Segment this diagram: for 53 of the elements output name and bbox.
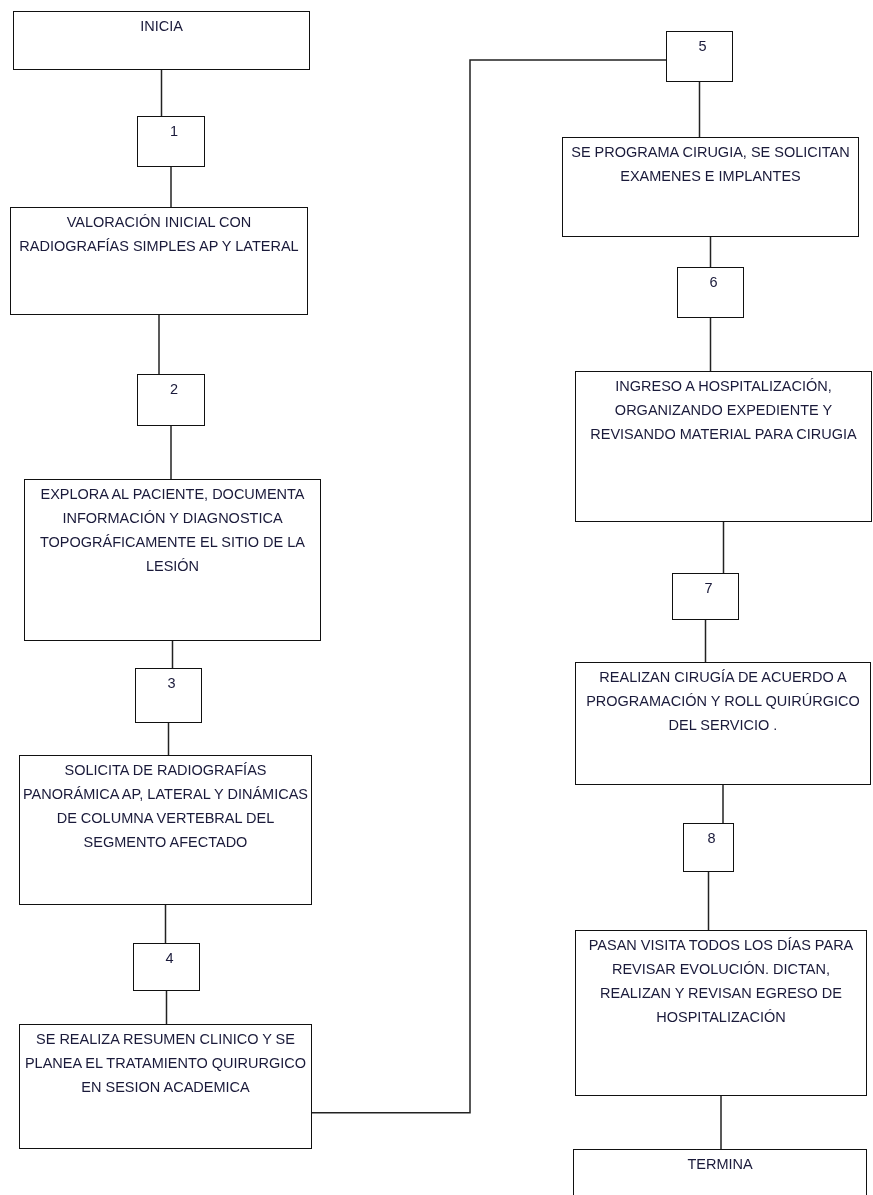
process-box	[575, 930, 867, 1096]
connector-line	[704, 619, 707, 663]
process-box	[19, 755, 312, 905]
step-number-box	[133, 943, 200, 991]
terminal-box	[573, 1149, 867, 1195]
step-text: REALIZAN CIRUGÍA DE ACUERDO A PROGRAMACIÓN Y ROLL QUIRÚRGICO DEL SERVICIO .	[585, 668, 861, 735]
connector-line	[158, 314, 160, 375]
connector-line	[171, 640, 174, 669]
connector-line	[707, 871, 710, 931]
connector-line	[720, 1095, 722, 1150]
step-text: VALORACIÓN INICIAL CON RADIOGRAFÍAS SIMPLES AP Y LATERAL	[18, 213, 300, 256]
step-number: 7	[703, 579, 714, 598]
step-number: 4	[164, 949, 175, 968]
step-text: INICIA	[139, 17, 184, 36]
process-box	[575, 662, 871, 785]
process-box	[19, 1024, 312, 1149]
step-text: EXPLORA AL PACIENTE, DOCUMENTA INFORMACIÓN Y DIAGNOSTICA TOPOGRÁFICAMENTE EL SITIO DE LA LESIÓN	[38, 485, 307, 576]
step-text: SE REALIZA RESUMEN CLINICO Y SE PLANEA EL TRATAMIENTO QUIRURGICO EN SESION ACADEMICA	[23, 1030, 308, 1097]
step-number: 2	[168, 380, 180, 399]
connector-line	[722, 784, 724, 824]
connector-line	[722, 521, 725, 574]
process-box	[575, 371, 872, 522]
connector-line	[165, 990, 168, 1025]
step-text: INGRESO A HOSPITALIZACIÓN, ORGANIZANDO EXPEDIENTE Y REVISANDO MATERIAL PARA CIRUGIA	[589, 377, 858, 444]
connector-line	[709, 236, 712, 268]
step-number-box	[677, 267, 744, 318]
step-text: SOLICITA DE RADIOGRAFÍAS PANORÁMICA AP, LATERAL Y DINÁMICAS DE COLUMNA VERTEBRAL DEL SEGMENTO AFECTADO	[22, 761, 309, 852]
step-number: 3	[166, 674, 177, 693]
connector-line	[160, 69, 163, 117]
step-number-box	[683, 823, 734, 872]
process-box	[24, 479, 321, 641]
step-text: PASAN VISITA TODOS LOS DÍAS PARA REVISAR EVOLUCIÓN. DICTAN, REALIZAN Y REVISAN EGRESO DE HOSPITALIZACIÓN	[587, 936, 855, 1027]
terminal-box	[13, 11, 310, 70]
connector-line	[170, 166, 172, 208]
step-number-box	[672, 573, 739, 620]
connector-line	[311, 59, 667, 1114]
process-box	[562, 137, 859, 237]
connector-line	[170, 425, 172, 480]
step-number-box	[137, 116, 205, 167]
step-number: 8	[706, 829, 717, 848]
connector-line	[698, 81, 701, 138]
step-number: 1	[168, 122, 180, 141]
connector-line	[709, 317, 712, 372]
step-text: SE PROGRAMA CIRUGIA, SE SOLICITAN EXAMENES E IMPLANTES	[570, 143, 851, 186]
step-number-box	[135, 668, 202, 723]
connector-line	[164, 904, 167, 944]
step-number-box	[137, 374, 205, 426]
connector-line	[167, 722, 170, 756]
process-box	[10, 207, 308, 315]
step-number-box	[666, 31, 733, 82]
step-text: TERMINA	[686, 1155, 754, 1174]
step-number: 5	[697, 37, 708, 56]
step-number: 6	[708, 273, 719, 292]
